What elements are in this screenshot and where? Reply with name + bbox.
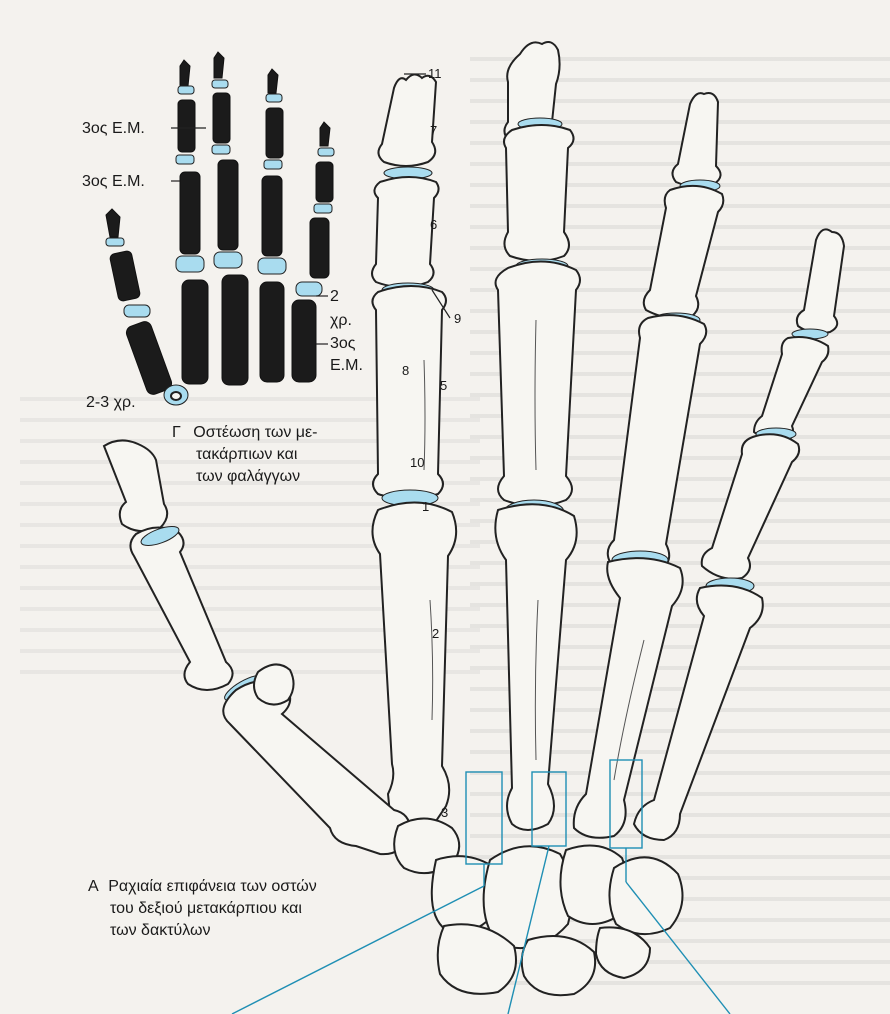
inset-label-2-3-xr: 2-3 χρ. xyxy=(86,394,136,411)
inset-thumb xyxy=(105,208,189,406)
ossification-inset xyxy=(105,51,335,406)
bone-number-7: 7 xyxy=(430,123,438,138)
main-caption-line2: του δεξιού μετακάρπιου και xyxy=(110,900,302,917)
inset-caption: Γ Οστέωση των με- τακάρπιων και των φαλά… xyxy=(172,422,317,488)
inset-finger-4 xyxy=(257,68,287,383)
inset-label-3rd-em-upper: 3ος Ε.Μ. xyxy=(82,120,145,137)
thumb xyxy=(102,439,412,856)
bone-number-8: 8 xyxy=(402,363,410,378)
main-hand xyxy=(102,41,846,997)
inset-caption-letter: Γ xyxy=(172,424,181,441)
index-finger xyxy=(371,73,458,840)
main-caption-line3: των δακτύλων xyxy=(110,922,211,939)
main-caption-letter: Α xyxy=(88,878,98,895)
inset-finger-2 xyxy=(175,59,209,385)
bone-number-2: 2 xyxy=(432,626,440,641)
inset-caption-line1: Οστέωση των με- xyxy=(193,424,318,441)
bone-number-5: 5 xyxy=(440,378,448,393)
ring-finger xyxy=(572,92,725,839)
main-caption: Α Ραχιαία επιφάνεια των οστών του δεξιού… xyxy=(88,876,317,942)
inset-caption-line3: των φαλάγγων xyxy=(196,468,301,485)
detail-markers xyxy=(231,759,731,1014)
inset-label-2: 2 xyxy=(330,288,339,305)
inset-caption-line2: τακάρπιων και xyxy=(196,446,298,463)
inset-label-3rd-em-lower: 3ος Ε.Μ. xyxy=(82,173,145,190)
main-caption-line1: Ραχιαία επιφάνεια των οστών xyxy=(108,878,317,895)
inset-finger-3 xyxy=(211,51,249,386)
carpal-bones xyxy=(393,817,684,997)
inset-label-3os: 3ος xyxy=(330,335,356,352)
bone-number-9: 9 xyxy=(454,311,462,326)
bone-number-6: 6 xyxy=(430,217,438,232)
bone-number-3: 3 xyxy=(441,805,449,820)
middle-finger xyxy=(494,41,581,831)
little-finger xyxy=(632,228,846,842)
inset-label-xr: χρ. xyxy=(330,312,352,329)
inset-finger-5 xyxy=(291,121,335,383)
inset-label-em: Ε.Μ. xyxy=(330,357,363,374)
bone-number-11: 11 xyxy=(428,66,442,81)
bone-number-1: 1 xyxy=(422,499,430,514)
bone-number-10: 10 xyxy=(410,455,425,470)
